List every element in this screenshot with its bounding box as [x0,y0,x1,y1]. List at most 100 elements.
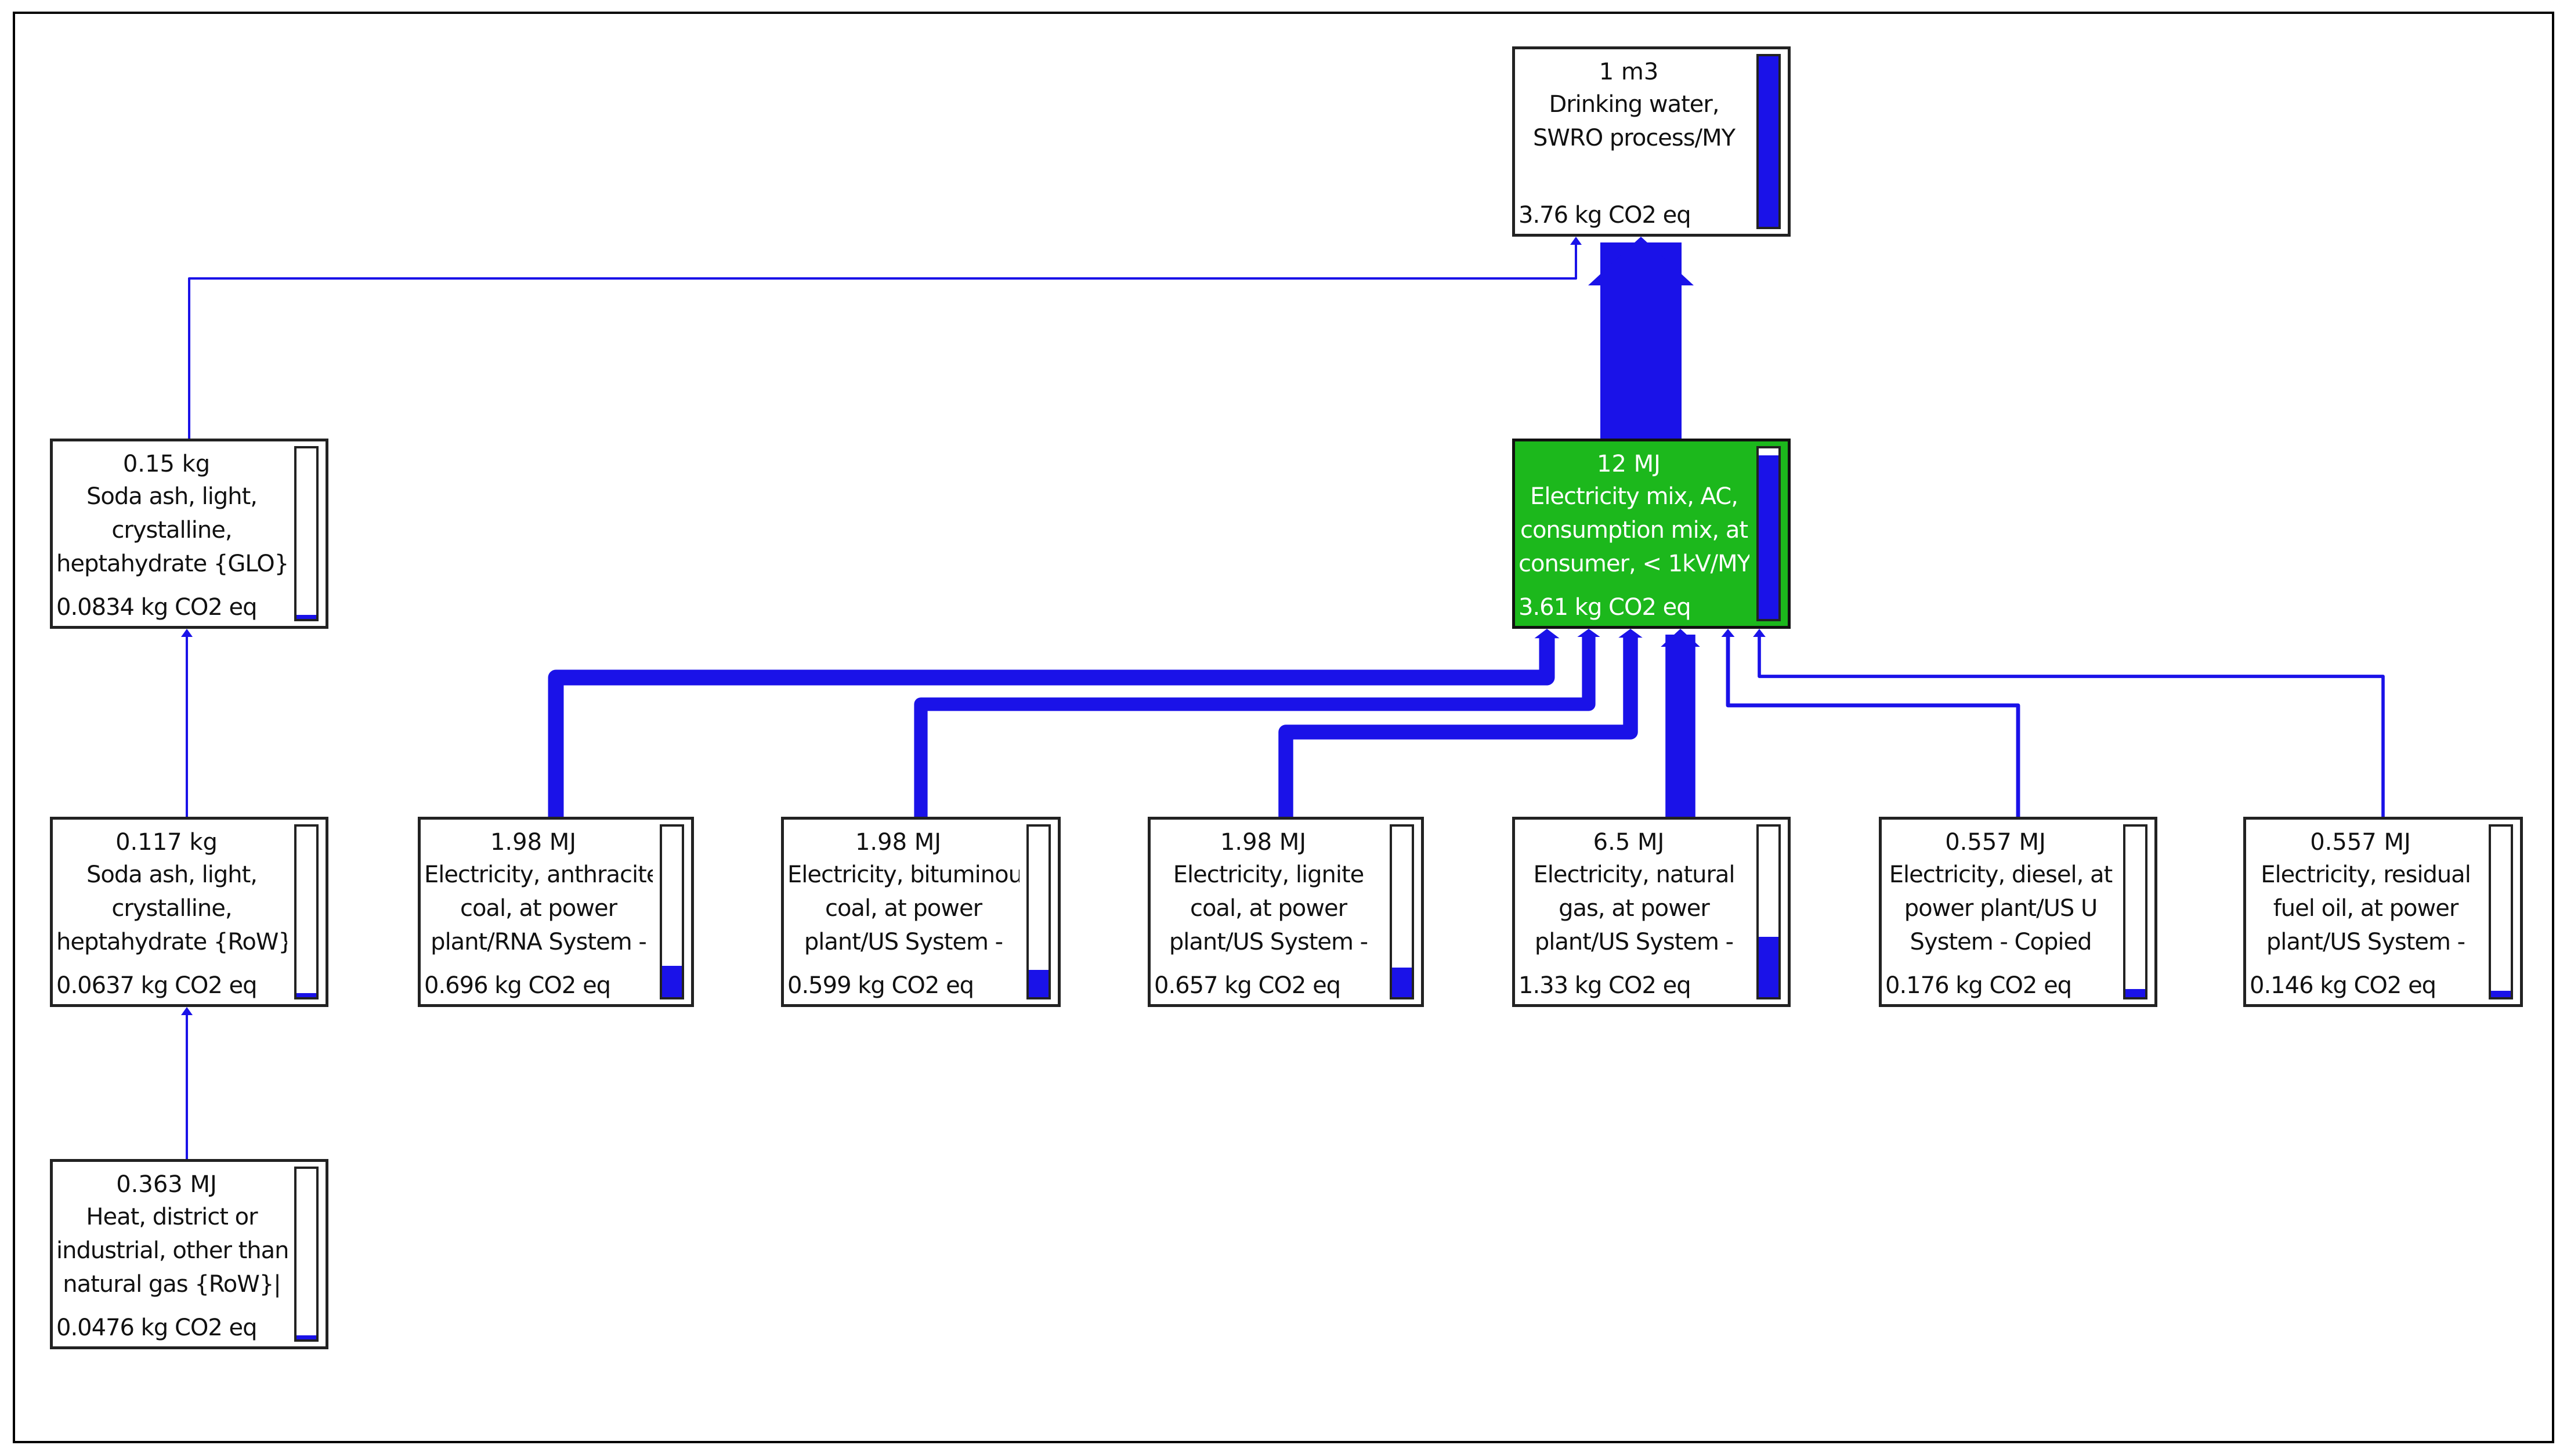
node-name-line: plant/US System - [2266,929,2465,955]
contribution-bar [294,824,319,999]
node-name-line: Electricity, lignite [1173,861,1365,888]
node-name-line: Soda ash, light, [86,861,258,888]
contribution-bar [660,824,684,999]
flow-link-diesel-to-elec-mix [1726,635,2020,817]
node-impact: 0.0834 kg CO2 eq [56,594,258,621]
node-process-name: Electricity, residual fuel oil, at power p… [2250,858,2482,959]
node-process-name: Drinking water, SWRO process/MY [1518,88,1749,155]
process-node-elec-mix[interactable]: 12 MJ Electricity mix, AC, consumption mix… [1512,439,1791,629]
node-name-line: System - Copied [1910,929,2092,955]
process-node-diesel[interactable]: 0.557 MJ Electricity, diesel, at power pla… [1879,817,2157,1007]
node-impact: 0.146 kg CO2 eq [2250,972,2436,999]
contribution-bar [2489,824,2513,999]
node-process-name: Soda ash, light, crystalline, heptahydrate… [56,480,287,581]
node-amount: 1.98 MJ [855,829,942,856]
flow-arrowhead [181,629,193,637]
node-name-line: plant/US System - [804,929,1003,955]
flow-link-anthracite-to-elec-mix [548,635,1555,817]
flow-arrowhead [1570,237,1582,245]
diagram-frame [13,12,2554,1443]
node-impact: 0.0637 kg CO2 eq [56,972,258,999]
flow-link-fueloil-to-elec-mix [1758,635,2385,817]
contribution-bar-fill [1759,455,1778,619]
contribution-bar-fill [297,614,316,619]
flow-link-lignite-to-elec-mix [1278,635,1638,817]
node-name-line: heptahydrate {GLO}| [56,550,287,577]
node-name-line: natural gas {RoW}| [63,1271,281,1298]
node-name-line: coal, at power [825,895,982,922]
node-name-line: crystalline, [111,895,232,922]
flow-arrowhead [1588,237,1694,285]
node-name-line: Electricity, natural [1533,861,1735,888]
node-name-line: Soda ash, light, [86,483,258,510]
process-node-lignite[interactable]: 1.98 MJ Electricity, lignite coal, at powe… [1148,817,1424,1007]
node-name-line: Electricity, residual [2261,861,2471,888]
node-impact: 0.657 kg CO2 eq [1154,972,1341,999]
contribution-bar [1026,824,1051,999]
node-name-line: SWRO process/MY [1532,125,1736,151]
node-name-line: power plant/US U [1904,895,2098,922]
flow-arrowhead [1721,629,1735,637]
node-name-line: plant/US System - [1534,929,1734,955]
node-impact: 0.599 kg CO2 eq [787,972,974,999]
node-name-line: Electricity, diesel, at [1889,861,2113,888]
node-impact: 0.0476 kg CO2 eq [56,1314,258,1341]
node-name-line: coal, at power [460,895,617,922]
node-name-line: fuel oil, at power [2273,895,2459,922]
contribution-bar-fill [297,993,316,997]
node-amount: 0.557 MJ [1945,829,2046,856]
node-impact: 1.33 kg CO2 eq [1518,972,1691,999]
process-node-fueloil[interactable]: 0.557 MJ Electricity, residual fuel oil, a… [2243,817,2523,1007]
flow-link-bituminous-to-elec-mix [914,635,1596,817]
node-name-line: Heat, district or [86,1204,258,1230]
contribution-bar-fill [2125,989,2145,997]
process-node-soda-glo[interactable]: 0.15 kg Soda ash, light, crystalline, hepta… [50,439,328,629]
node-name-line: Electricity, bituminous [787,861,1019,888]
contribution-bar [1756,446,1781,621]
flow-arrowhead [1753,629,1766,637]
node-amount: 1.98 MJ [1220,829,1307,856]
node-impact: 0.696 kg CO2 eq [424,972,611,999]
node-name-line: industrial, other than [56,1237,287,1264]
process-node-heat[interactable]: 0.363 MJ Heat, district or industrial, oth… [50,1159,328,1349]
flow-link-soda-glo-to-root [188,242,1577,439]
node-name-line: crystalline, [111,517,232,544]
node-name-line: consumption mix, at [1520,517,1748,544]
node-name-line: heptahydrate {RoW}| [56,929,287,955]
contribution-bar [1756,54,1781,229]
contribution-bar [294,446,319,621]
node-amount: 0.557 MJ [2310,829,2411,856]
node-amount: 0.15 kg [122,451,211,477]
node-name-line: consumer, < 1kV/MY [1518,550,1749,577]
contribution-bar [1756,824,1781,999]
contribution-bar [294,1167,319,1342]
node-name-line: Drinking water, [1549,91,1719,118]
node-amount: 0.117 kg [115,829,218,856]
node-process-name: Electricity, bituminous coal, at power pla… [787,858,1019,959]
node-amount: 12 MJ [1597,451,1661,477]
flow-arrowhead [1661,629,1700,647]
node-process-name: Electricity, diesel, at power plant/US U S… [1885,858,2116,959]
flow-arrowhead [1534,629,1560,639]
flow-arrowhead [1618,629,1643,638]
process-node-bituminous[interactable]: 1.98 MJ Electricity, bituminous coal, at p… [781,817,1061,1007]
node-process-name: Heat, district or industrial, other than n… [56,1200,287,1301]
contribution-bar-fill [2491,990,2511,997]
flow-arrowhead [1577,629,1600,637]
contribution-bar-fill [1392,967,1412,997]
contribution-bar-fill [662,965,682,997]
contribution-bar [1390,824,1414,999]
flow-arrowhead [181,1007,193,1015]
process-node-soda-row[interactable]: 0.117 kg Soda ash, light, crystalline, hept… [50,817,328,1007]
node-name-line: coal, at power [1190,895,1347,922]
node-amount: 6.5 MJ [1593,829,1665,856]
node-amount: 0.363 MJ [116,1171,217,1198]
node-name-line: Electricity mix, AC, [1530,483,1738,510]
node-amount: 1 m3 [1599,59,1659,85]
